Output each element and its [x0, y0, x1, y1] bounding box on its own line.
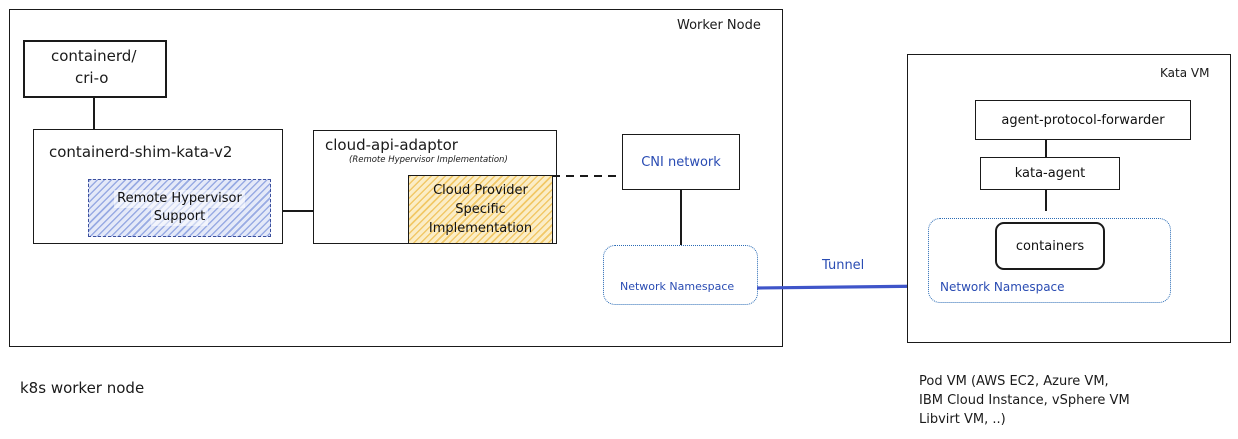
containerd-label-line2: cri-o — [75, 69, 109, 87]
cloud-provider-label-line1: Cloud Provider — [433, 183, 528, 198]
cloud-api-adaptor-sublabel: (Remote Hypervisor Implementation) — [349, 155, 508, 165]
connector-provider-cni — [552, 175, 624, 177]
caption-k8s-worker-node: k8s worker node — [20, 379, 145, 397]
cni-network-box: CNI network — [622, 134, 740, 190]
connector-cni-namespace — [680, 189, 682, 245]
network-namespace-left-label: Network Namespace — [620, 280, 735, 293]
cloud-api-adaptor-label: cloud-api-adaptor — [325, 136, 458, 154]
agent-protocol-forwarder-label: agent-protocol-forwarder — [1001, 112, 1165, 128]
connector-containerd-shim — [93, 97, 95, 130]
caption-pod-vm-line2: IBM Cloud Instance, vSphere VM — [919, 393, 1130, 408]
connector-kata-agent-containers — [1045, 189, 1047, 211]
cni-network-label: CNI network — [641, 154, 721, 170]
containerd-label-line1: containerd/ — [51, 47, 137, 65]
cloud-provider-label-line2: Specific — [455, 202, 506, 217]
caption-pod-vm-line3: Libvirt VM, ..) — [919, 412, 1006, 427]
containers-box: containers — [995, 222, 1105, 270]
tunnel-label: Tunnel — [822, 258, 865, 273]
agent-protocol-forwarder-box: agent-protocol-forwarder — [975, 100, 1191, 140]
cloud-provider-label-line3: Implementation — [428, 221, 533, 236]
connector-shim-caa — [282, 210, 314, 212]
worker-node-title: Worker Node — [677, 18, 761, 33]
network-namespace-left — [603, 245, 758, 305]
shim-label: containerd-shim-kata-v2 — [49, 143, 233, 161]
remote-hypervisor-support-box: Remote Hypervisor Support — [88, 179, 271, 237]
network-namespace-right-label: Network Namespace — [940, 280, 1065, 294]
kata-vm-title: Kata VM — [1160, 66, 1210, 80]
kata-agent-box: kata-agent — [980, 157, 1120, 190]
network-namespace-right — [928, 218, 1171, 303]
containers-label: containers — [1015, 238, 1085, 254]
remote-hypervisor-label-line1: Remote Hypervisor — [114, 190, 245, 208]
containerd-box: containerd/ cri-o — [23, 40, 167, 98]
remote-hypervisor-label-line2: Support — [150, 208, 209, 226]
cloud-provider-implementation-box: Cloud Provider Specific Implementation — [408, 175, 553, 244]
kata-agent-label: kata-agent — [1014, 166, 1086, 181]
connector-apf-kata-agent — [1045, 139, 1047, 159]
caption-pod-vm-line1: Pod VM (AWS EC2, Azure VM, — [919, 374, 1109, 389]
tunnel-line — [757, 284, 937, 290]
